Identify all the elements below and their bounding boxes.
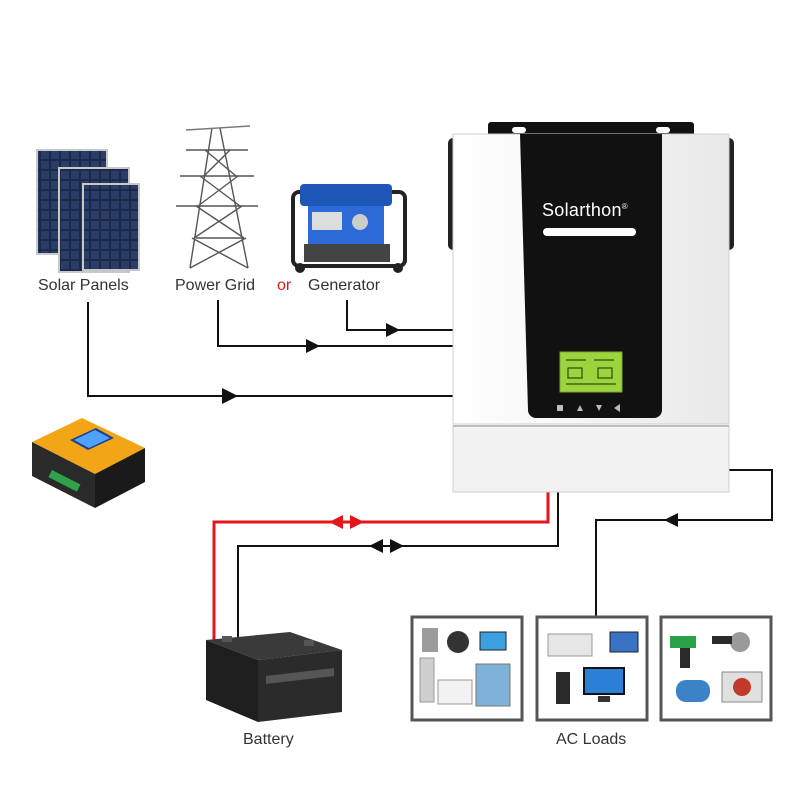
charge-controller-icon [32, 418, 145, 508]
or-label: or [277, 277, 292, 294]
ac-output-wire [595, 469, 773, 618]
battery-label: Battery [243, 731, 294, 748]
ac-loads-label: AC Loads [556, 731, 627, 748]
status-light-bar [543, 228, 636, 236]
inverter-brand-logo: Solarthon® [542, 200, 628, 221]
menu-button-icon [557, 405, 563, 411]
up-button-icon [577, 405, 583, 411]
grid-wire [217, 300, 455, 347]
inverter-unit [448, 122, 734, 493]
brand-name: Solarthon [542, 200, 622, 220]
registered-mark: ® [621, 202, 628, 211]
arrow-right-icon [222, 388, 238, 404]
arrow-right-icon [306, 339, 320, 353]
lcd-display [559, 351, 623, 393]
power-tower-icon [176, 125, 258, 269]
generator-wire [346, 300, 455, 331]
household-appliances-icon [410, 615, 524, 722]
solar-wire [87, 302, 455, 397]
down-button-icon [596, 405, 602, 411]
front-panel [520, 134, 662, 418]
arrow-right-icon [386, 323, 400, 337]
bidirectional-arrow-icon [329, 515, 364, 529]
battery-positive-wire [212, 490, 550, 640]
generator-label: Generator [308, 277, 381, 294]
office-equipment-icon [535, 615, 649, 722]
solar-panels-label: Solar Panels [38, 277, 129, 294]
generator-icon [291, 184, 407, 273]
enter-button-icon [614, 404, 620, 412]
arrow-left-icon [664, 513, 678, 527]
bidirectional-arrow-icon [369, 539, 404, 553]
power-tools-icon [659, 615, 773, 722]
solar-panel-icon [36, 149, 140, 273]
battery-icon [206, 632, 342, 722]
flow-arrows [222, 323, 678, 553]
power-grid-label: Power Grid [175, 277, 256, 294]
